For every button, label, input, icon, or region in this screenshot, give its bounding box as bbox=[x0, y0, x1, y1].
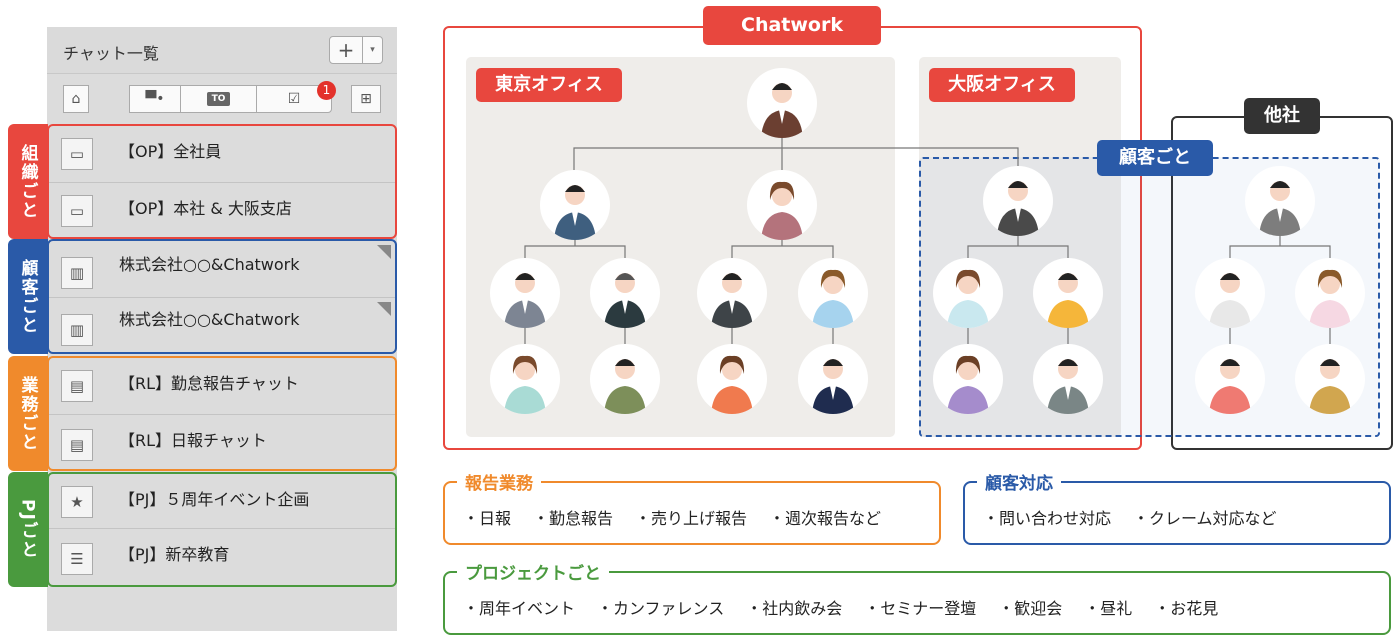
chat-room-new-grad-training[interactable]: ☰ 【PJ】新卒教育 bbox=[49, 528, 395, 583]
other-company-label: 他社 bbox=[1244, 98, 1320, 134]
task-count-badge: 1 bbox=[317, 81, 336, 100]
project-task-items: ・周年イベント ・カンファレンス ・社内飲み会 ・セミナー登壇 ・歓迎会 ・昼礼 ・お花見 bbox=[463, 595, 1240, 619]
chat-room-hq-osaka[interactable]: ▭ 【OP】本社 & 大阪支店 bbox=[49, 182, 395, 237]
laptop-icon: ▭ bbox=[61, 138, 93, 170]
task-item: ・日報 bbox=[463, 509, 512, 528]
person-avatar bbox=[1195, 258, 1265, 328]
person-avatar bbox=[1033, 258, 1103, 328]
to-label: TO bbox=[206, 92, 231, 106]
books-icon: ☰ bbox=[61, 543, 93, 575]
report-task-box: 報告業務 ・日報 ・勤怠報告 ・売り上げ報告 ・週次報告など bbox=[443, 469, 941, 545]
task-item: ・週次報告など bbox=[769, 509, 882, 528]
group-business: ▤ 【RL】勤怠報告チャット ▤ 【RL】日報チャット bbox=[47, 356, 397, 471]
person-avatar bbox=[1195, 344, 1265, 414]
chat-room-label: 【OP】全社員 bbox=[119, 142, 222, 161]
project-task-box: プロジェクトごと ・周年イベント ・カンファレンス ・社内飲み会 ・セミナー登壇 ・歓迎… bbox=[443, 559, 1391, 635]
chat-room-label: 【RL】日報チャット bbox=[119, 431, 267, 450]
add-chat-dropdown[interactable]: ▾ bbox=[363, 36, 383, 64]
task-item: ・セミナー登壇 bbox=[864, 599, 977, 618]
task-item: ・歓迎会 bbox=[998, 599, 1063, 618]
person-avatar bbox=[798, 258, 868, 328]
chat-room-customer-1[interactable]: ▥ 株式会社○○&Chatwork bbox=[49, 241, 395, 295]
person-avatar bbox=[590, 344, 660, 414]
task-check-icon: ☑ bbox=[287, 91, 301, 107]
osaka-office-label: 大阪オフィス bbox=[929, 68, 1075, 102]
chat-room-label: 株式会社○○&Chatwork bbox=[119, 310, 300, 329]
person-avatar bbox=[1295, 258, 1365, 328]
customer-task-items: ・問い合わせ対応 ・クレーム対応など bbox=[983, 505, 1299, 529]
group-tag-organization: 組織ごと bbox=[8, 124, 48, 239]
layout-button[interactable]: ⊞ bbox=[351, 85, 381, 113]
task-item: ・社内飲み会 bbox=[746, 599, 843, 618]
group-tag-customer: 顧客ごと bbox=[8, 239, 48, 354]
person-avatar bbox=[490, 344, 560, 414]
mention-icon: ▀• bbox=[145, 91, 165, 107]
person-avatar bbox=[747, 68, 817, 138]
chat-room-label: 【OP】本社 & 大阪支店 bbox=[119, 199, 292, 218]
task-item: ・クレーム対応など bbox=[1133, 509, 1277, 528]
task-item: ・昼礼 bbox=[1084, 599, 1133, 618]
task-item: ・売り上げ報告 bbox=[635, 509, 748, 528]
person-avatar bbox=[490, 258, 560, 328]
home-button[interactable]: ⌂ bbox=[63, 85, 89, 113]
person-avatar bbox=[933, 344, 1003, 414]
customer-task-title: 顧客対応 bbox=[977, 469, 1061, 494]
task-item: ・周年イベント bbox=[463, 599, 576, 618]
star-icon: ★ bbox=[61, 486, 93, 518]
person-avatar bbox=[798, 344, 868, 414]
laptop-icon: ▭ bbox=[61, 195, 93, 227]
customer-label: 顧客ごと bbox=[1097, 140, 1213, 176]
home-icon: ⌂ bbox=[71, 91, 81, 107]
group-tag-project: PJごと bbox=[8, 472, 48, 587]
group-customer: ▥ 株式会社○○&Chatwork ▥ 株式会社○○&Chatwork bbox=[47, 239, 397, 354]
guest-corner-mark bbox=[377, 245, 391, 259]
group-organization: ▭ 【OP】全社員 ▭ 【OP】本社 & 大阪支店 bbox=[47, 124, 397, 239]
task-item: ・お花見 bbox=[1154, 599, 1219, 618]
layout-tree-icon: ⊞ bbox=[360, 91, 372, 107]
task-item: ・問い合わせ対応 bbox=[983, 509, 1112, 528]
project-task-title: プロジェクトごと bbox=[457, 559, 609, 584]
building-icon: ▥ bbox=[61, 257, 93, 289]
chat-room-label: 【PJ】５周年イベント企画 bbox=[119, 490, 310, 509]
person-avatar bbox=[1033, 344, 1103, 414]
chat-room-label: 株式会社○○&Chatwork bbox=[119, 255, 300, 274]
document-icon: ▤ bbox=[61, 370, 93, 402]
to-filter-button[interactable]: TO bbox=[180, 85, 257, 113]
chat-room-label: 【PJ】新卒教育 bbox=[119, 545, 230, 564]
task-item: ・カンファレンス bbox=[597, 599, 725, 618]
chat-room-label: 【RL】勤怠報告チャット bbox=[119, 374, 299, 393]
person-avatar bbox=[590, 258, 660, 328]
guest-corner-mark bbox=[377, 302, 391, 316]
customer-task-box: 顧客対応 ・問い合わせ対応 ・クレーム対応など bbox=[963, 469, 1391, 545]
chat-room-daily-report[interactable]: ▤ 【RL】日報チャット bbox=[49, 414, 395, 469]
person-avatar bbox=[1295, 344, 1365, 414]
person-avatar bbox=[933, 258, 1003, 328]
group-tag-business: 業務ごと bbox=[8, 356, 48, 471]
group-project: ★ 【PJ】５周年イベント企画 ☰ 【PJ】新卒教育 bbox=[47, 472, 397, 587]
report-task-items: ・日報 ・勤怠報告 ・売り上げ報告 ・週次報告など bbox=[463, 505, 903, 529]
add-chat-button[interactable]: + bbox=[329, 36, 363, 64]
person-avatar bbox=[747, 170, 817, 240]
chat-room-attendance-report[interactable]: ▤ 【RL】勤怠報告チャット bbox=[49, 358, 395, 412]
person-avatar bbox=[540, 170, 610, 240]
chat-list-title: チャット一覧 bbox=[63, 44, 159, 63]
person-avatar bbox=[697, 344, 767, 414]
person-avatar bbox=[1245, 166, 1315, 236]
person-avatar bbox=[697, 258, 767, 328]
building-icon: ▥ bbox=[61, 314, 93, 346]
person-avatar bbox=[983, 166, 1053, 236]
report-task-title: 報告業務 bbox=[457, 469, 541, 494]
chat-list-header: チャット一覧 + ▾ bbox=[47, 27, 397, 74]
chat-room-all-staff[interactable]: ▭ 【OP】全社員 bbox=[49, 126, 395, 180]
document-icon: ▤ bbox=[61, 429, 93, 461]
chat-room-anniversary-event[interactable]: ★ 【PJ】５周年イベント企画 bbox=[49, 474, 395, 528]
mention-filter-button[interactable]: ▀• bbox=[129, 85, 181, 113]
tokyo-office-label: 東京オフィス bbox=[476, 68, 622, 102]
task-item: ・勤怠報告 bbox=[533, 509, 614, 528]
chat-room-customer-2[interactable]: ▥ 株式会社○○&Chatwork bbox=[49, 297, 395, 352]
chatwork-label: Chatwork bbox=[703, 6, 881, 45]
